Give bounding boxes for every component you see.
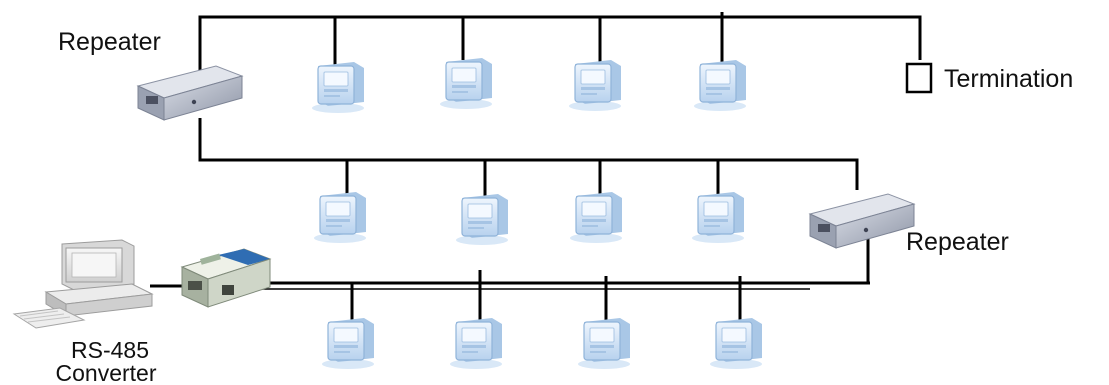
device-icon — [568, 59, 622, 112]
device-icon — [709, 317, 763, 370]
device-icon — [311, 61, 365, 114]
repeater-box-icon-top — [137, 65, 243, 121]
repeater-top-label: Repeater — [58, 28, 161, 56]
device-icon — [691, 191, 745, 244]
converter-label-line2: Converter — [56, 360, 157, 385]
termination-box-icon — [905, 62, 933, 94]
bus-lines — [150, 12, 922, 322]
middle-bus-line — [198, 118, 859, 190]
device-icon — [577, 317, 631, 370]
repeater-box-icon-right — [809, 193, 915, 249]
desktop-computer-icon — [12, 239, 154, 329]
device-icon — [313, 191, 367, 244]
converter-label-line1: RS-485 — [71, 337, 149, 363]
termination-label: Termination — [944, 65, 1073, 93]
device-icon — [439, 57, 493, 110]
device-icon — [455, 193, 509, 246]
device-icon — [321, 317, 375, 370]
rs485-converter-icon — [180, 248, 272, 308]
device-icon — [693, 59, 747, 112]
device-icon — [449, 317, 503, 370]
top-bus-line — [198, 15, 922, 110]
repeater-right-label: Repeater — [906, 228, 1009, 256]
device-icon — [569, 191, 623, 244]
